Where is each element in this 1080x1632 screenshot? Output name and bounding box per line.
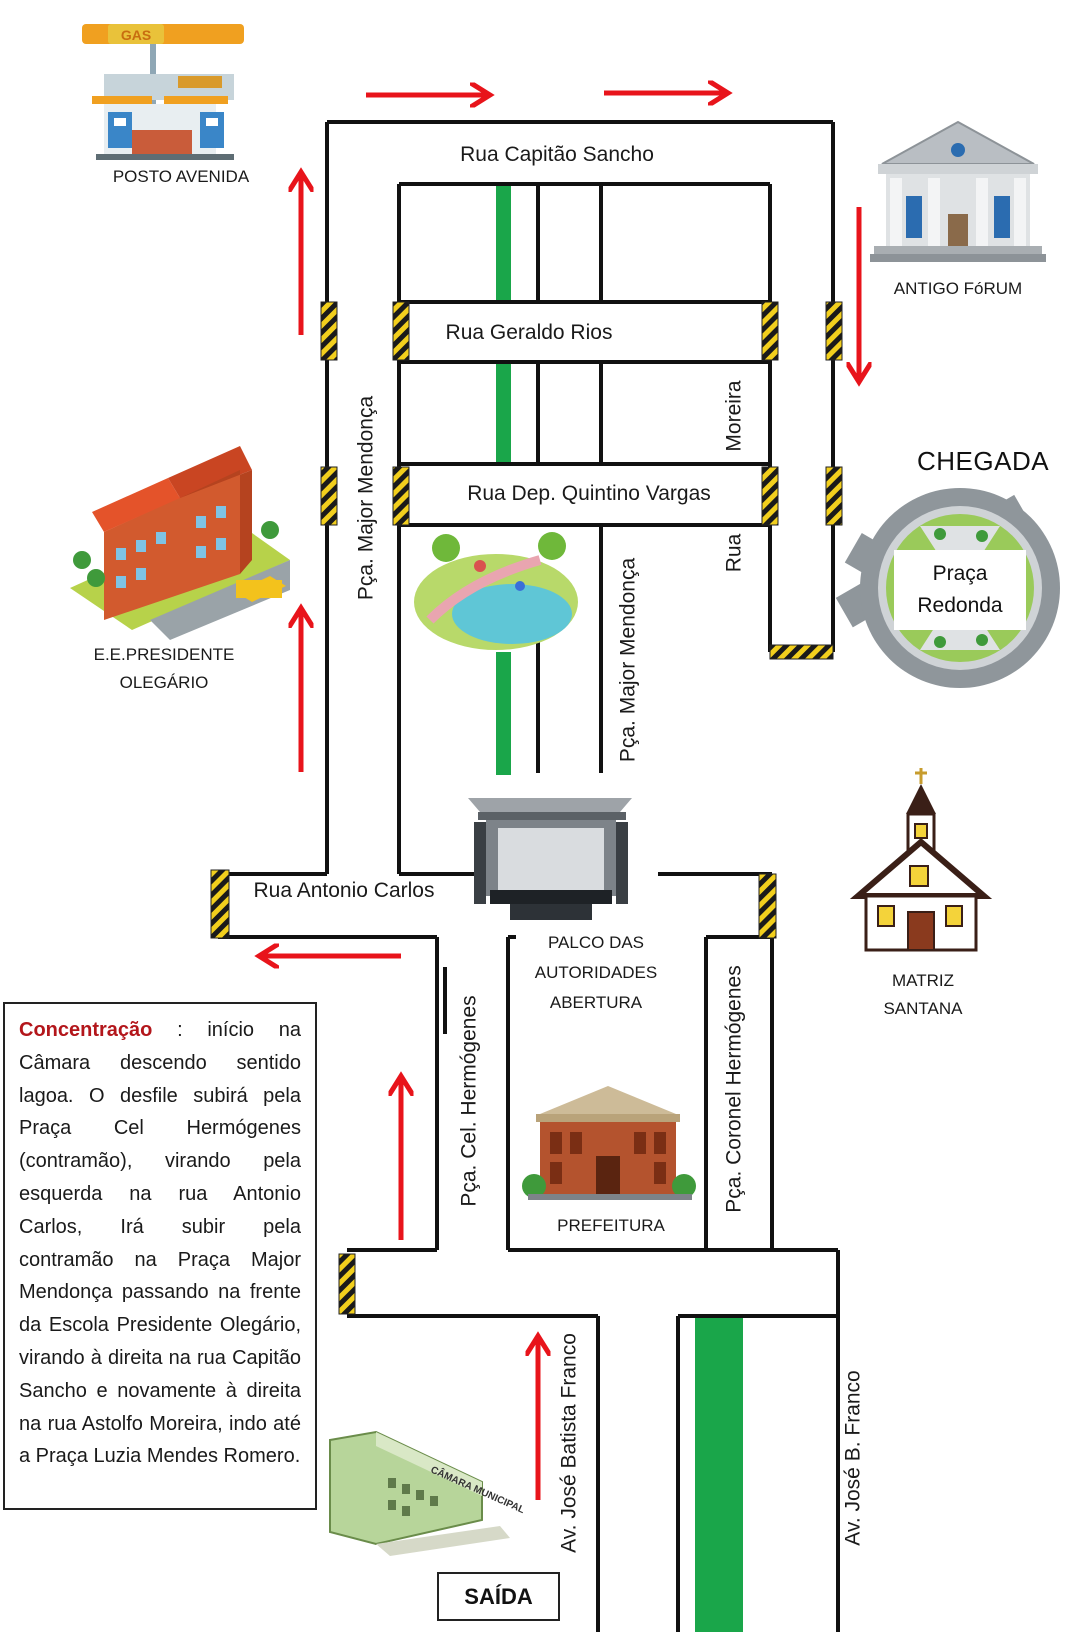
city-hall-icon	[522, 1086, 696, 1200]
street-label-jose-b-franco: Av. José B. Franco	[842, 1370, 865, 1545]
street-label-capitao-sancho: Rua Capitão Sancho	[460, 143, 654, 166]
street-label-major-mendonca-right: Pça. Major Mendonça	[617, 558, 640, 763]
barrier	[758, 873, 777, 939]
street-label-jose-batista-franco: Av. José Batista Franco	[558, 1333, 581, 1553]
route-arrows	[263, 93, 859, 1500]
road-barriers	[210, 301, 843, 1315]
stage-icon	[468, 798, 632, 920]
prefeitura-label: PREFEITURA	[557, 1216, 665, 1235]
barrier	[392, 466, 410, 526]
barrier	[761, 301, 779, 361]
barrier	[825, 466, 843, 526]
saida-label: SAÍDA	[437, 1572, 560, 1621]
church-icon	[849, 768, 993, 952]
matriz-label-line1: MATRIZ	[892, 971, 954, 990]
chegada-label: CHEGADA	[917, 446, 1050, 476]
escola-label-line1: E.E.PRESIDENTE	[94, 645, 235, 664]
street-label-coronel-hermogenes: Pça. Coronel Hermógenes	[723, 965, 746, 1212]
median-strip	[695, 1318, 743, 1632]
green-medians	[496, 186, 743, 1632]
street-label-moreira: Moreira	[723, 380, 746, 452]
praca-label-line1: Praça	[932, 562, 988, 585]
note-heading: Concentração	[19, 1019, 153, 1041]
street-label-rua: Rua	[723, 533, 746, 572]
street-label-geraldo-rios: Rua Geraldo Rios	[446, 321, 613, 344]
road-network	[218, 120, 840, 1632]
forum-label: ANTIGO FóRUM	[894, 279, 1022, 298]
courthouse-icon	[870, 120, 1046, 262]
median-strip	[496, 186, 511, 300]
escola-label-line2: OLEGÁRIO	[120, 673, 209, 692]
barrier	[825, 301, 843, 361]
school-icon	[70, 446, 290, 640]
posto-label: POSTO AVENIDA	[113, 167, 250, 186]
barrier	[338, 1253, 356, 1315]
median-strip	[496, 364, 511, 462]
barrier	[392, 301, 410, 361]
palco-label-line3: ABERTURA	[550, 993, 643, 1012]
street-label-quintino-vargas: Rua Dep. Quintino Vargas	[467, 482, 711, 505]
barrier	[769, 644, 834, 660]
barrier	[320, 301, 338, 361]
street-label-cel-hermogenes: Pça. Cel. Hermógenes	[458, 995, 481, 1206]
praca-label-line2: Redonda	[917, 594, 1003, 617]
gas-station-icon: GAS	[82, 24, 244, 160]
city-council-icon: CÂMARA MUNICIPAL	[329, 1430, 527, 1556]
park-icon	[414, 532, 578, 650]
note-body: : início na Câmara descendo sentido lago…	[19, 1019, 301, 1468]
median-strip	[496, 652, 511, 775]
barrier	[761, 466, 779, 526]
barrier	[210, 869, 230, 939]
palco-label-line2: AUTORIDADES	[535, 963, 658, 982]
route-description-box: Concentração : início na Câmara descendo…	[3, 1002, 317, 1510]
gas-sign: GAS	[121, 27, 151, 43]
palco-label-line1: PALCO DAS	[548, 933, 644, 952]
street-label-major-mendonca-left: Pça. Major Mendonça	[355, 396, 378, 601]
matriz-label-line2: SANTANA	[883, 999, 963, 1018]
praca-redonda-label: Praça Redonda	[894, 550, 1026, 630]
street-label-antonio-carlos: Rua Antonio Carlos	[254, 879, 435, 902]
barrier	[320, 466, 338, 526]
